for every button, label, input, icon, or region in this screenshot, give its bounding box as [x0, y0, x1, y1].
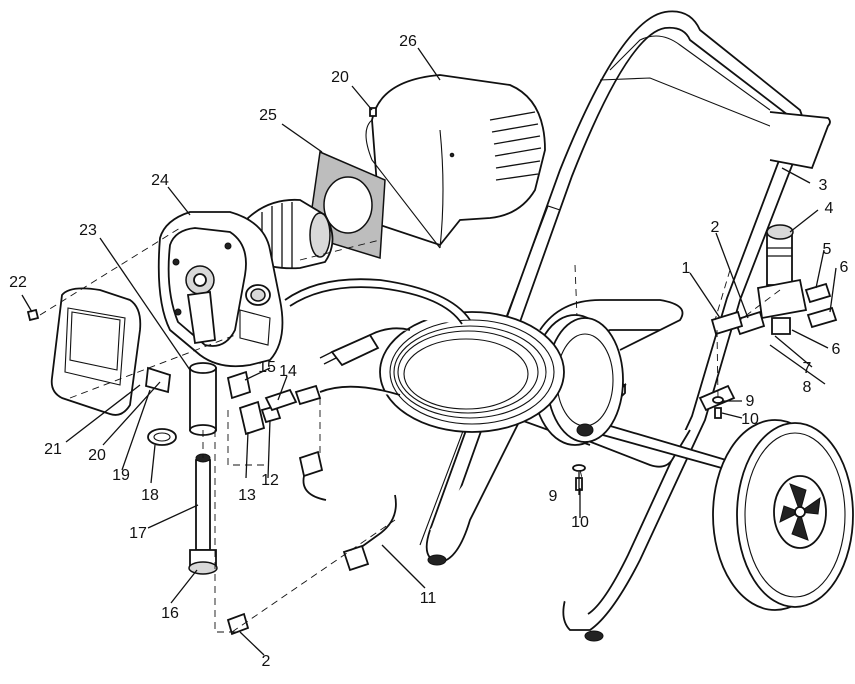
part-label-25: 25	[259, 107, 277, 124]
part-label-10: 10	[741, 411, 759, 428]
part-label-3: 3	[818, 177, 828, 194]
part-label-16: 16	[161, 605, 179, 622]
part-label-9: 9	[548, 488, 558, 505]
part-label-7: 7	[802, 360, 812, 377]
part-label-21: 21	[44, 441, 62, 458]
part-label-13: 13	[238, 487, 256, 504]
part-label-1: 1	[681, 260, 691, 277]
right-wheel	[712, 419, 854, 611]
part-label-20: 20	[88, 447, 106, 464]
part-label-4: 4	[824, 200, 834, 217]
part-label-15: 15	[258, 359, 276, 376]
part-label-2: 2	[710, 219, 720, 236]
part-label-8: 8	[802, 379, 812, 396]
front-cover	[50, 287, 142, 416]
part-label-9: 9	[745, 393, 755, 410]
part-label-17: 17	[129, 525, 147, 542]
part-label-23: 23	[79, 222, 97, 239]
pump-assembly	[188, 362, 218, 575]
part-label-26: 26	[399, 33, 417, 50]
motor-shroud	[365, 74, 546, 249]
power-cord	[284, 278, 471, 367]
part-label-11: 11	[419, 590, 437, 607]
part-label-14: 14	[279, 363, 297, 380]
hose-coil	[379, 311, 565, 433]
part-label-10: 10	[571, 514, 589, 531]
part-label-6: 6	[839, 259, 849, 276]
part-label-20: 20	[331, 69, 349, 86]
assembly-lines	[39, 227, 781, 633]
part-label-6: 6	[831, 341, 841, 358]
fittings	[226, 370, 401, 501]
clamp-ring	[145, 366, 177, 446]
part-label-19: 19	[112, 467, 130, 484]
filter-manifold	[698, 224, 838, 412]
gearbox-housing	[157, 211, 284, 368]
part-label-2: 2	[261, 653, 271, 670]
part-label-12: 12	[261, 472, 279, 489]
part-label-18: 18	[141, 487, 159, 504]
leader-lines	[21, 47, 837, 656]
high-pressure-hose	[226, 494, 397, 636]
part-label-5: 5	[822, 241, 832, 258]
part-label-22: 22	[9, 274, 27, 291]
part-label-24: 24	[151, 172, 169, 189]
